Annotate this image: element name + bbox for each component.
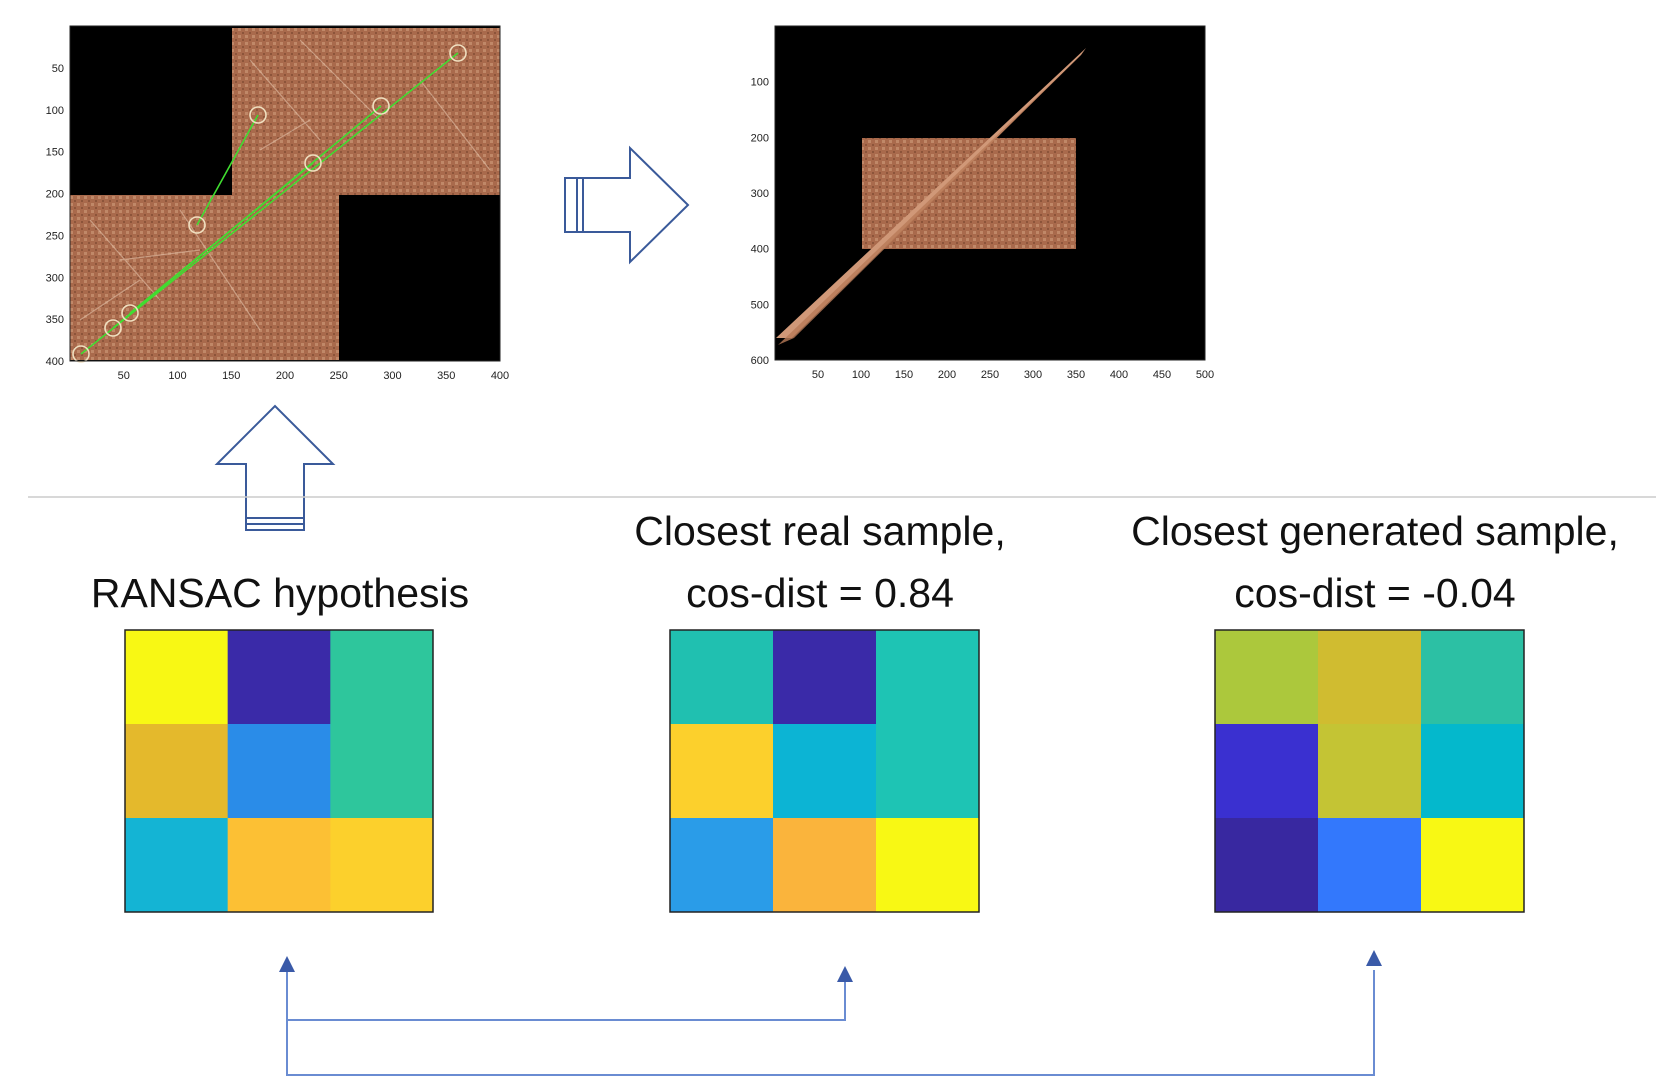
arrowhead-generated bbox=[1366, 950, 1382, 966]
matches-x-tick-label: 250 bbox=[330, 370, 348, 382]
matches-y-tick-label: 200 bbox=[46, 189, 64, 201]
warped-y-tick-label: 600 bbox=[751, 355, 769, 367]
caption-generated: Closest generated sample, cos-dist = -0.… bbox=[1080, 500, 1670, 624]
warped-x-tick-label: 300 bbox=[1024, 369, 1042, 381]
warped-x-tick-label: 250 bbox=[981, 369, 999, 381]
warped-x-tick-label: 150 bbox=[895, 369, 913, 381]
heatmap-generated-cell bbox=[1215, 630, 1319, 725]
heatmap-real-cell bbox=[876, 630, 980, 725]
matches-y-tick-label: 100 bbox=[46, 105, 64, 117]
warped-y-tick-label: 100 bbox=[751, 77, 769, 89]
warped-plot: 50 100 150 200 250 300 350 400 450 500 100 200 300 40… bbox=[751, 25, 1214, 381]
warped-stretched-strip bbox=[776, 48, 1086, 338]
heatmap-real-cell bbox=[670, 630, 774, 725]
heatmap-ransac-cell bbox=[227, 630, 331, 725]
heatmap-real-frame bbox=[669, 629, 980, 913]
heatmap-generated-cell bbox=[1318, 724, 1422, 819]
texture-patch-top-right bbox=[232, 28, 500, 195]
comparison-connectors bbox=[286, 970, 1375, 1076]
matches-y-tick-label: 400 bbox=[46, 356, 64, 368]
warped-x-tick-label: 450 bbox=[1153, 369, 1171, 381]
heatmap-generated-cell bbox=[1421, 818, 1525, 913]
heatmap-ransac-cell bbox=[227, 818, 331, 913]
matches-y-tick-label: 350 bbox=[46, 314, 64, 326]
heatmap-ransac-cell bbox=[330, 630, 434, 725]
matches-x-tick-label: 200 bbox=[276, 370, 294, 382]
heatmap-real-cell bbox=[670, 724, 774, 819]
texture-scratches bbox=[79, 39, 491, 331]
heatmap-generated bbox=[1214, 629, 1525, 913]
matches-plot-ticks: 50 100 150 200 250 300 350 400 50 100 150 200 250 300… bbox=[46, 25, 509, 382]
warped-axes-frame bbox=[774, 25, 1206, 361]
heatmap-ransac-cell bbox=[125, 724, 229, 819]
matches-x-tick-label: 400 bbox=[491, 370, 509, 382]
heatmap-ransac-cell bbox=[227, 724, 331, 819]
heatmap-real-cell bbox=[773, 724, 877, 819]
heatmap-generated-cell bbox=[1215, 818, 1319, 913]
warped-x-tick-label: 500 bbox=[1196, 369, 1214, 381]
heatmap-ransac-cell bbox=[330, 724, 434, 819]
heatmap-generated-cell bbox=[1215, 724, 1319, 819]
warped-y-tick-label: 500 bbox=[751, 299, 769, 311]
heatmap-ransac bbox=[124, 629, 434, 913]
matches-x-tick-label: 300 bbox=[383, 370, 401, 382]
caption-real-line2: cos-dist = 0.84 bbox=[686, 570, 954, 616]
heatmap-real-cell bbox=[773, 818, 877, 913]
heatmap-generated-cell bbox=[1421, 724, 1525, 819]
arrowhead-ransac bbox=[279, 956, 295, 972]
caption-real-line1: Closest real sample, bbox=[634, 508, 1006, 554]
warped-x-tick-label: 350 bbox=[1067, 369, 1085, 381]
matches-x-tick-label: 150 bbox=[222, 370, 240, 382]
heatmap-real-cell bbox=[773, 630, 877, 725]
matches-plot: 50 100 150 200 250 300 350 400 50 100 150 200 250 300… bbox=[46, 25, 509, 382]
heatmap-ransac-frame bbox=[124, 629, 434, 913]
warped-x-tick-label: 50 bbox=[812, 369, 824, 381]
warped-plot-ticks: 50 100 150 200 250 300 350 400 450 500 100 200 300 40… bbox=[751, 25, 1214, 381]
warped-x-tick-label: 100 bbox=[852, 369, 870, 381]
warped-x-tick-label: 200 bbox=[938, 369, 956, 381]
heatmap-generated-cell bbox=[1318, 818, 1422, 913]
heatmap-real-cell bbox=[876, 724, 980, 819]
matches-y-tick-label: 300 bbox=[46, 272, 64, 284]
match-lines bbox=[80, 52, 459, 355]
warped-strip-shadow bbox=[778, 52, 1084, 345]
heatmap-ransac-cell bbox=[125, 630, 229, 725]
caption-generated-line1: Closest generated sample, bbox=[1131, 508, 1619, 554]
matches-y-tick-label: 150 bbox=[46, 147, 64, 159]
match-keypoints bbox=[72, 44, 467, 363]
warped-y-tick-label: 400 bbox=[751, 244, 769, 256]
matches-x-tick-label: 350 bbox=[437, 370, 455, 382]
heatmap-ransac-cell bbox=[330, 818, 434, 913]
matches-y-tick-label: 250 bbox=[46, 230, 64, 242]
heatmap-generated-frame bbox=[1214, 629, 1525, 913]
connector-arrowheads bbox=[279, 950, 1382, 982]
heatmap-ransac-cell bbox=[125, 818, 229, 913]
caption-generated-line2: cos-dist = -0.04 bbox=[1234, 570, 1516, 616]
heatmap-generated-cell bbox=[1318, 630, 1422, 725]
arrow-right bbox=[564, 145, 690, 265]
heatmap-real-cell bbox=[670, 818, 774, 913]
matches-x-tick-label: 50 bbox=[118, 370, 130, 382]
arrow-up bbox=[214, 404, 336, 531]
matches-y-tick-label: 50 bbox=[52, 63, 64, 75]
caption-ransac: RANSAC hypothesis bbox=[50, 562, 510, 624]
heatmap-generated-cell bbox=[1421, 630, 1525, 725]
caption-real: Closest real sample, cos-dist = 0.84 bbox=[590, 500, 1050, 624]
heatmap-real-cell bbox=[876, 818, 980, 913]
matches-x-tick-label: 100 bbox=[168, 370, 186, 382]
matches-axes-frame bbox=[69, 25, 501, 362]
warped-x-tick-label: 400 bbox=[1110, 369, 1128, 381]
warped-y-tick-label: 300 bbox=[751, 188, 769, 200]
caption-ransac-text: RANSAC hypothesis bbox=[90, 570, 470, 616]
heatmap-real bbox=[669, 629, 980, 913]
warped-y-tick-label: 200 bbox=[751, 132, 769, 144]
arrowhead-real bbox=[837, 966, 853, 982]
